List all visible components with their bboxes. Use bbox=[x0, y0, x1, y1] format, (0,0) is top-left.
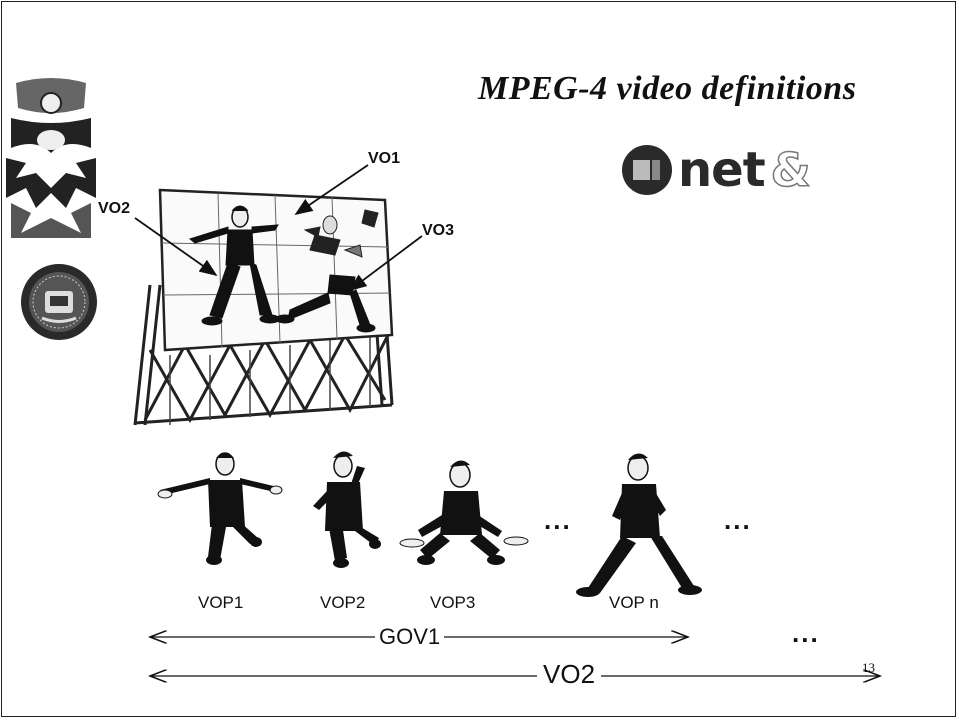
ellipsis-after-vop3: ... bbox=[544, 505, 572, 535]
decorative-crest-pattern bbox=[6, 78, 96, 238]
ellipsis-after-vopn: ... bbox=[724, 505, 752, 535]
vo2-label: VO2 bbox=[98, 200, 131, 217]
logo-amp-text: & bbox=[770, 142, 812, 198]
vo1-label: VO1 bbox=[368, 150, 401, 167]
logo-mark-icon bbox=[622, 145, 672, 195]
slide-title: MPEG-4 video definitions bbox=[478, 70, 857, 107]
gov1-label: GOV1 bbox=[375, 624, 445, 650]
logo-net-text: net bbox=[678, 142, 766, 198]
vop1-figure bbox=[157, 452, 283, 565]
vopn-figure bbox=[576, 453, 702, 597]
ellipsis-after-gov1: ... bbox=[792, 618, 820, 648]
vop1-label: VOP1 bbox=[198, 593, 244, 612]
vop2-label: VOP2 bbox=[320, 593, 366, 612]
billboard-scene-illustration bbox=[133, 188, 394, 426]
page-number: 13 bbox=[862, 660, 875, 675]
vopn-label: VOP n bbox=[609, 593, 659, 612]
vo3-label: VO3 bbox=[422, 222, 455, 239]
vop3-figure bbox=[399, 460, 529, 565]
vo2-timeline-label: VO2 bbox=[537, 659, 602, 690]
vop3-label: VOP3 bbox=[430, 593, 476, 612]
vop2-figure bbox=[313, 451, 381, 568]
net-tv-logo: net & bbox=[622, 140, 813, 200]
university-seal bbox=[21, 264, 97, 340]
